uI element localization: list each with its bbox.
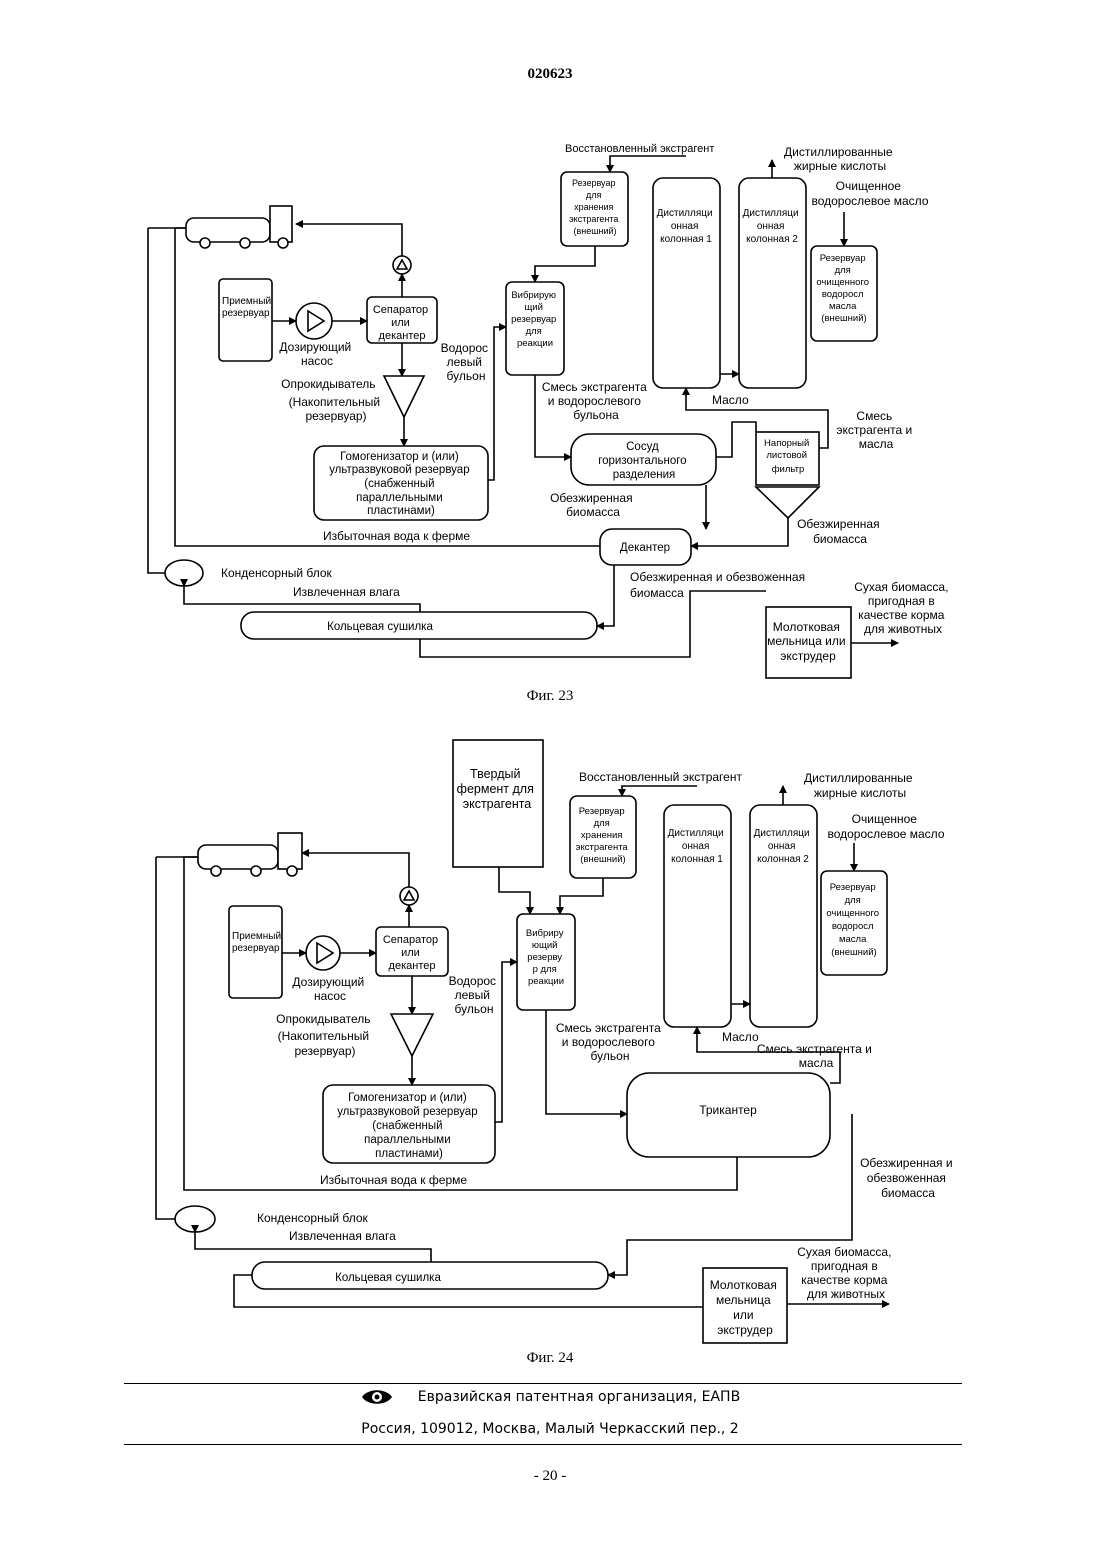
figure-23-diagram: Приемный резервуар Дозирующий насос Сепа…	[0, 130, 1100, 690]
footer-top-rule	[124, 1383, 962, 1384]
purified-algal-oil-label: Очищенное водорослевое масло	[827, 812, 944, 841]
receiving-tank-label: Приемный резервуар	[222, 296, 274, 319]
truck-icon	[198, 833, 302, 876]
truck-icon	[186, 206, 292, 248]
distilled-fatty-acids-label: Дистиллированные жирные кислоты	[804, 771, 916, 800]
condenser-unit	[165, 560, 203, 586]
dosing-pump-icon	[296, 303, 332, 339]
extractant-broth-mix-label: Смесь экстрагента и водорослевого бульон	[556, 1021, 664, 1063]
vibrating-reactor-label: Вибрирую щий резервуар для реакции	[511, 290, 559, 349]
receiving-tank-label: Приемный резервуар	[232, 931, 284, 954]
extractant-storage-label: Резервуар для хранения экстрагента (внеш…	[569, 178, 621, 236]
algal-broth-label: Водорос левый бульон	[449, 974, 500, 1016]
dry-biomass-label: Сухая биомасса, пригодная в качестве кор…	[797, 1245, 895, 1301]
defatted-biomass-2-label: Обезжиренная биомасса	[797, 517, 883, 546]
dosing-pump-icon	[306, 936, 340, 970]
tricanter-label: Трикантер	[699, 1103, 757, 1117]
footer-address: Россия, 109012, Москва, Малый Черкасский…	[0, 1421, 1100, 1437]
defatted-dewatered-label: Обезжиренная и обезвоженная биомасса	[630, 570, 808, 600]
figure-23-caption: Фиг. 23	[0, 688, 1100, 705]
recovered-extractant-label: Восстановленный экстрагент	[565, 143, 714, 155]
filter-cone	[756, 487, 819, 518]
figure-24-diagram: Твердый фермент для экстрагента Восстано…	[0, 735, 1100, 1350]
document-number: 020623	[0, 66, 1100, 83]
footer-organization: Евразийская патентная организация, ЕАПВ	[0, 1389, 1100, 1405]
transfer-pump-icon	[393, 256, 411, 274]
purified-oil-tank-label: Резервуар для очищенного водоросл масла …	[816, 253, 871, 324]
excess-water-label: Избыточная вода к ферме	[323, 529, 470, 543]
footer-bottom-rule	[124, 1444, 962, 1445]
condenser-label: Конденсорный блок	[221, 566, 333, 580]
tipper-hopper	[384, 376, 424, 417]
tipper-hopper	[391, 1014, 433, 1056]
figure-24-caption: Фиг. 24	[0, 1350, 1100, 1367]
tipper-label: Опрокидыватель (Накопительный резервуар)	[281, 377, 383, 423]
purified-algal-oil-label: Очищенное водорослевое масло	[811, 179, 928, 208]
dosing-pump-label: Дозирующий насос	[279, 340, 354, 368]
transfer-pump-icon	[400, 887, 418, 905]
tipper-label: Опрокидыватель (Накопительный резервуар)	[276, 1012, 374, 1058]
ring-dryer-label: Кольцевая сушилка	[335, 1272, 441, 1284]
defatted-biomass-1-label: Обезжиренная биомасса	[550, 491, 636, 519]
extractant-storage-label: Резервуар для хранения экстрагента (внеш…	[576, 806, 631, 865]
extractant-broth-mix-label: Смесь экстрагента и водорослевого бульон…	[542, 380, 650, 422]
condenser-label: Конденсорный блок	[257, 1211, 369, 1225]
dosing-pump-label: Дозирующий насос	[292, 975, 367, 1003]
ring-dryer-label: Кольцевая сушилка	[327, 621, 433, 633]
distilled-fatty-acids-label: Дистиллированные жирные кислоты	[784, 145, 896, 173]
dry-biomass-label: Сухая биомасса, пригодная в качестве кор…	[854, 580, 952, 636]
recovered-extractant-label: Восстановленный экстрагент	[579, 770, 742, 784]
oil-label: Масло	[722, 1030, 759, 1044]
receiving-tank	[219, 279, 272, 361]
extracted-moisture-label: Извлеченная влага	[289, 1229, 396, 1243]
excess-water-label: Избыточная вода к ферме	[320, 1173, 467, 1187]
page-number: - 20 -	[0, 1468, 1100, 1485]
vibrating-reactor-label: Вибриру ющий резерву р для реакции	[526, 928, 566, 987]
extractant-oil-mix-label: Смесь экстрагента и масла	[757, 1042, 875, 1070]
extractant-oil-mix-label: Смесь экстрагента и масла	[836, 409, 915, 451]
oil-label: Масло	[712, 393, 749, 407]
decanter-label: Декантер	[620, 542, 670, 554]
extracted-moisture-label: Извлеченная влага	[293, 585, 400, 599]
defatted-dewatered-label: Обезжиренная и обезвоженная биомасса	[860, 1156, 956, 1200]
condenser-unit	[175, 1206, 215, 1232]
algal-broth-label: Водорос левый бульон	[441, 341, 492, 383]
